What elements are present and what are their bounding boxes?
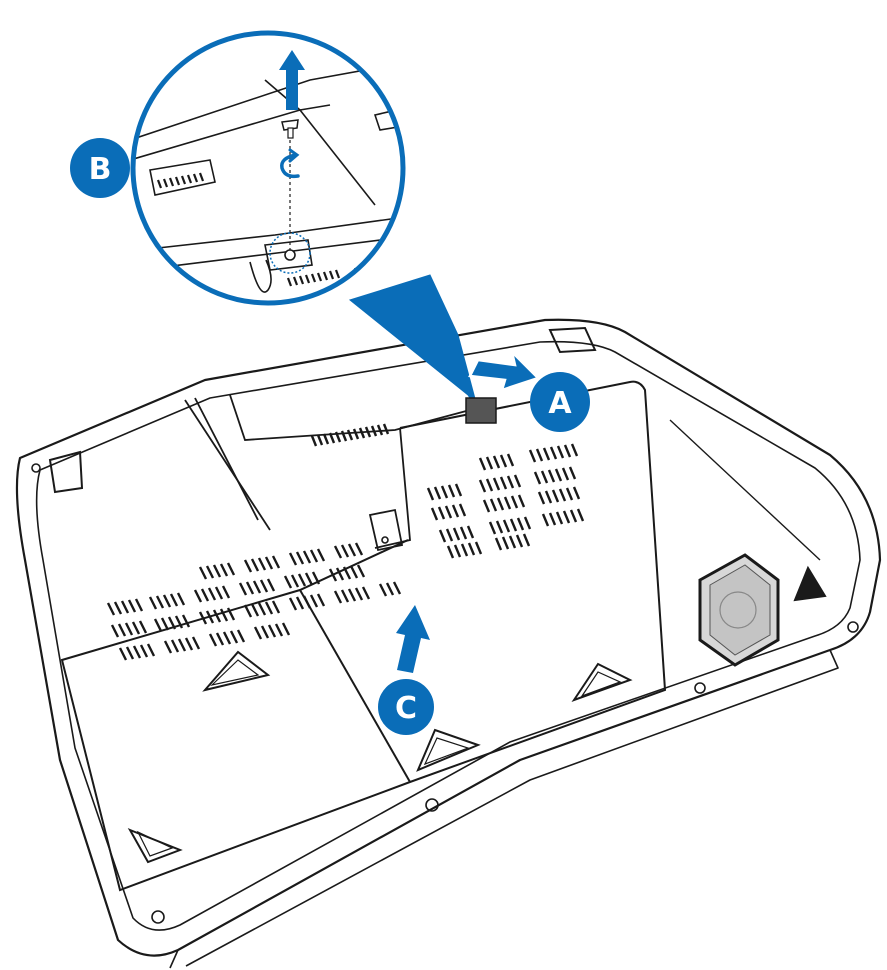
vent-grille-left (106, 542, 402, 661)
zoom-cone (348, 274, 479, 411)
step-a-label: A (548, 386, 572, 421)
bottom-cover-panel (60, 380, 667, 892)
arrow-up-icon (279, 50, 305, 110)
step-badge-a: A (530, 372, 590, 432)
speaker-grille (698, 553, 780, 667)
vent-grille-top (310, 423, 390, 447)
vent-grille-right (426, 443, 585, 559)
step-c-label: C (395, 691, 417, 726)
center-bay (184, 394, 471, 552)
step-badge-b: B (70, 138, 130, 198)
arrow-right-icon (468, 348, 541, 392)
battery-latch (465, 397, 497, 424)
zoom-inset (130, 30, 406, 306)
arrow-up-icon (396, 605, 430, 673)
screw-holes (31, 463, 859, 924)
screw-icon (281, 119, 299, 139)
rubber-feet (48, 326, 827, 864)
step-b-label: B (89, 152, 112, 187)
rotate-ccw-icon (280, 148, 300, 179)
vent-grilles (106, 423, 585, 661)
laptop-body (15, 318, 882, 969)
step-badge-c: C (378, 679, 434, 735)
